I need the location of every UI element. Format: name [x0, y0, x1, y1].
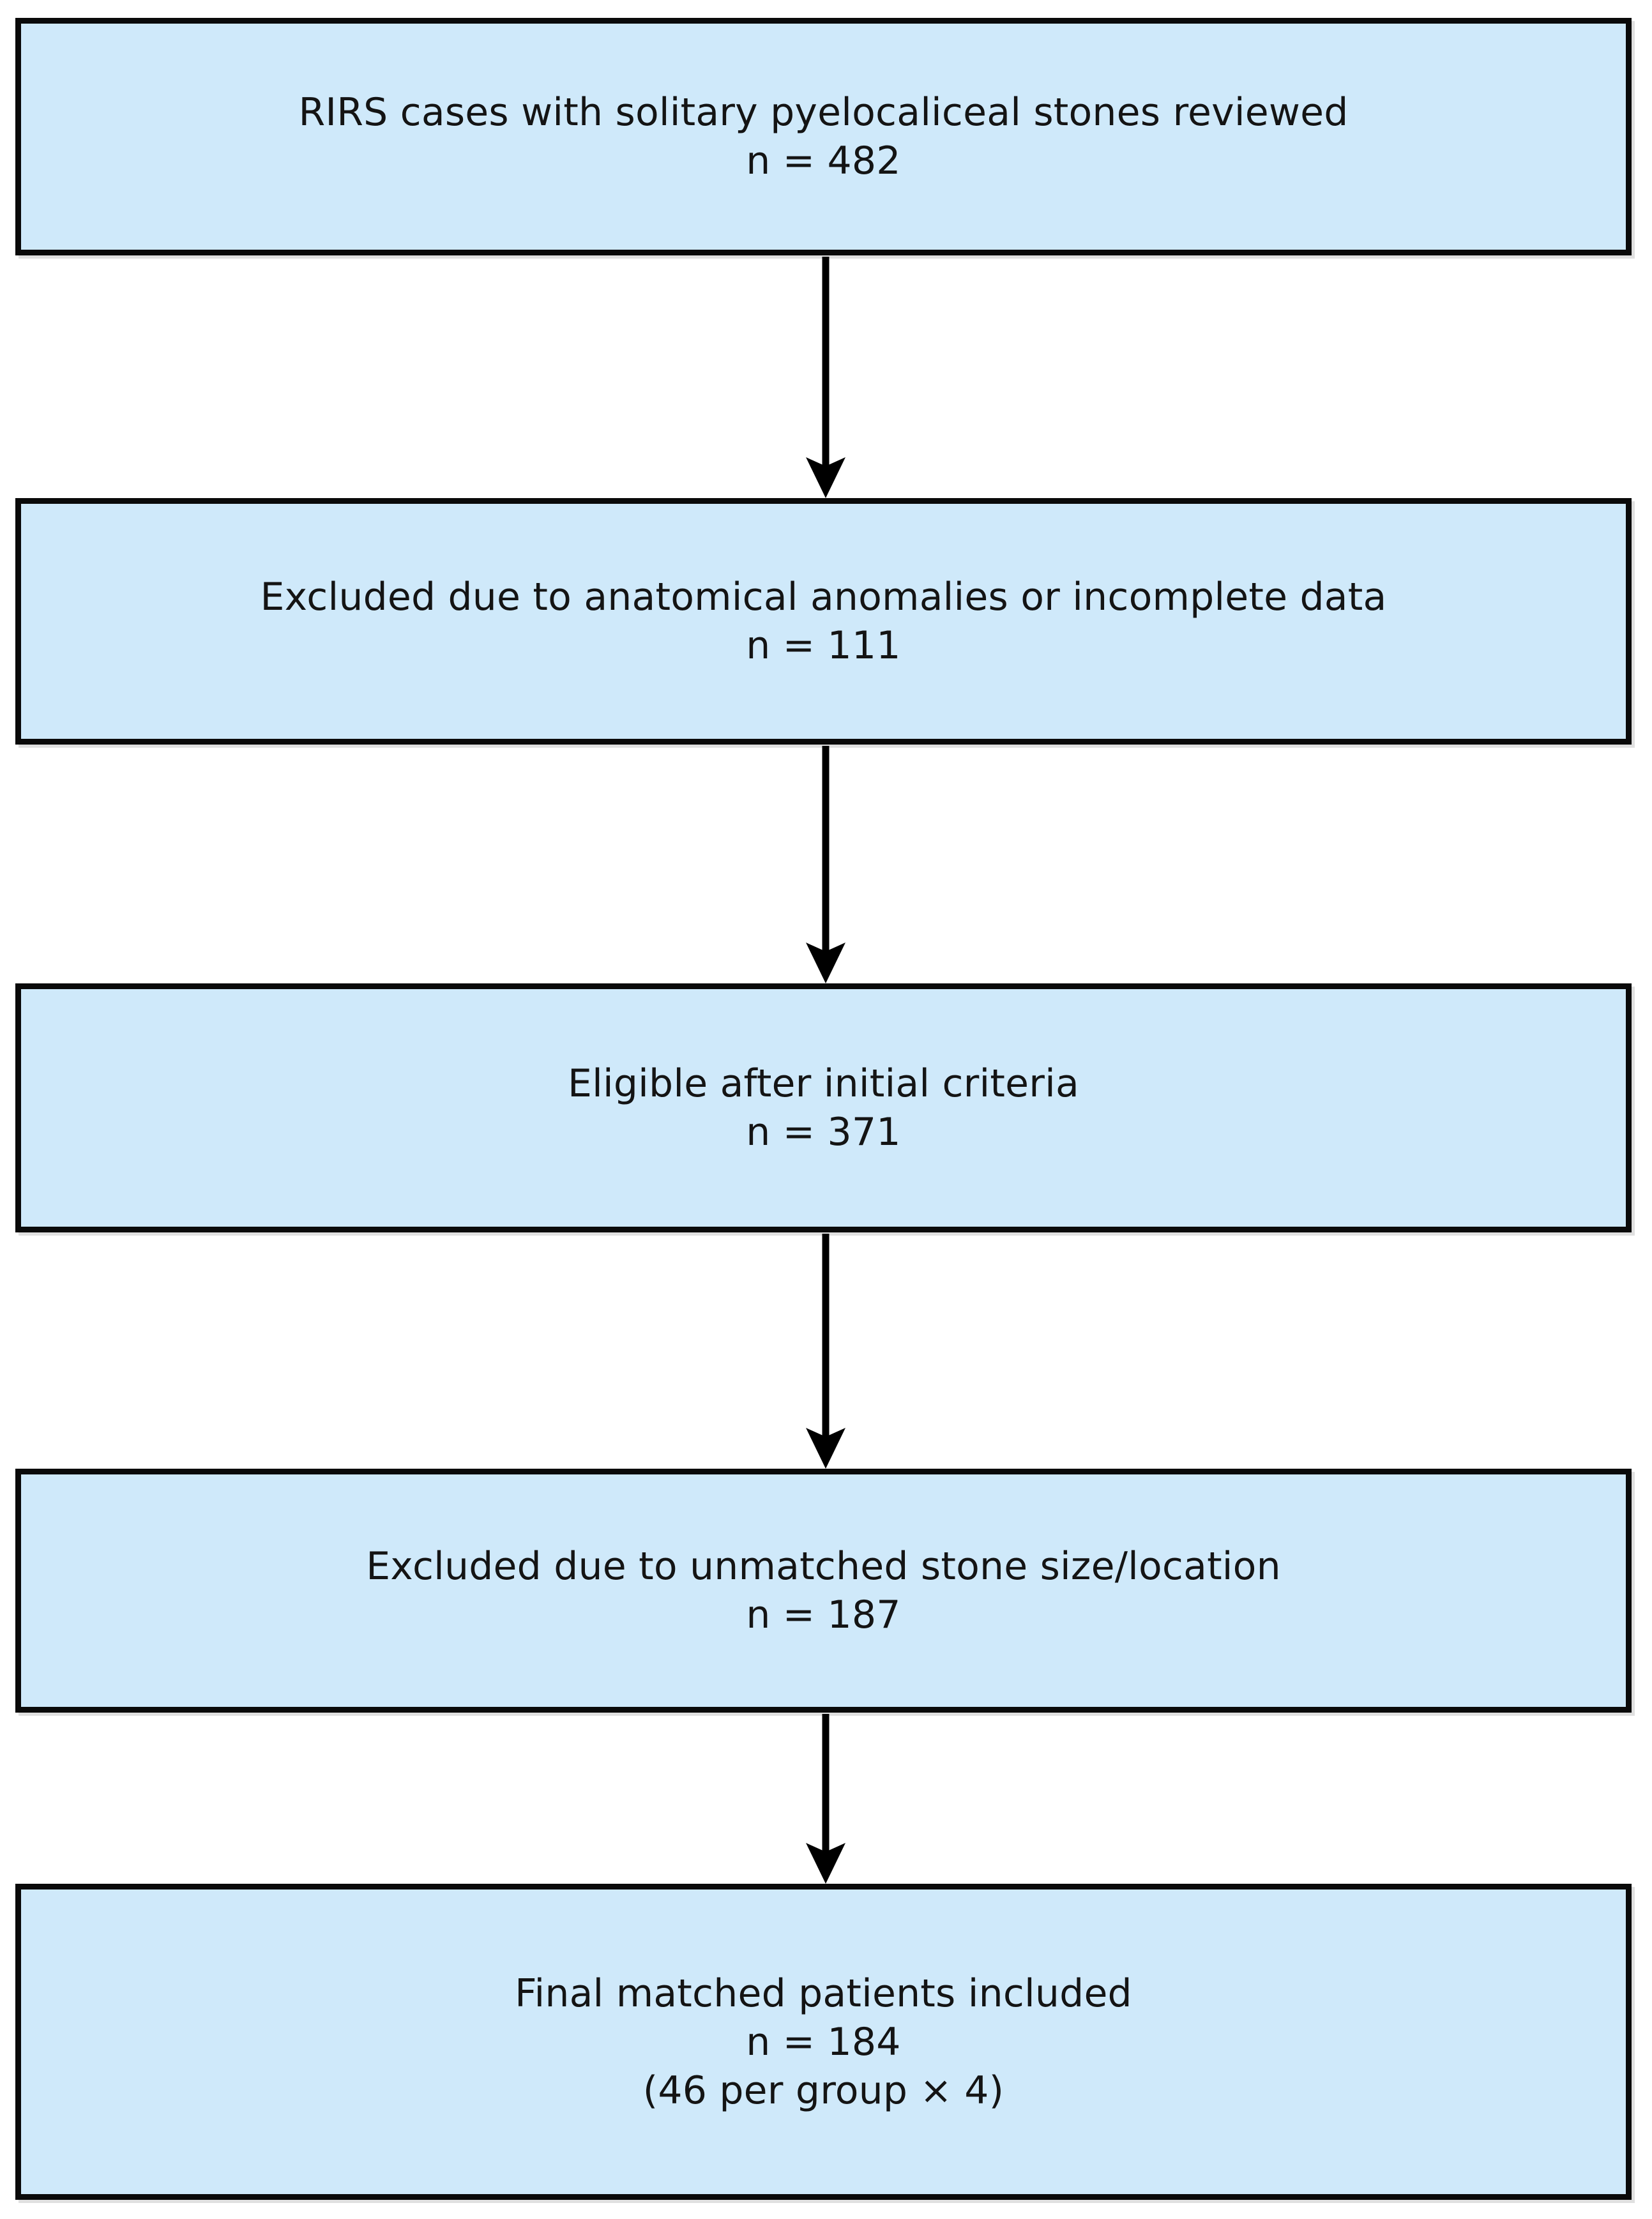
flow-node-label: Excluded due to unmatched stone size/loc… — [366, 1544, 1281, 1637]
down-arrow-icon — [806, 1714, 845, 1884]
down-arrow-icon — [806, 257, 845, 498]
flow-node-label: Final matched patients included n = 184 … — [515, 1971, 1132, 2113]
down-arrow-icon — [806, 1234, 845, 1469]
flow-node-final-matched-patients: Final matched patients included n = 184 … — [15, 1884, 1632, 2200]
arrow-node2-to-node3 — [0, 743, 1652, 985]
flow-node-label: RIRS cases with solitary pyelocaliceal s… — [298, 90, 1349, 183]
flow-node-rirs-cases-reviewed: RIRS cases with solitary pyelocaliceal s… — [15, 18, 1632, 255]
flow-node-label: Eligible after initial criteria n = 371 — [568, 1061, 1079, 1155]
flow-node-label: Excluded due to anatomical anomalies or … — [260, 575, 1387, 668]
down-arrow-icon — [806, 746, 845, 983]
flow-node-eligible-after-initial-criteria: Eligible after initial criteria n = 371 — [15, 983, 1632, 1232]
arrow-node4-to-node5 — [0, 1711, 1652, 1885]
flow-node-excluded-unmatched-stone: Excluded due to unmatched stone size/loc… — [15, 1469, 1632, 1713]
flow-node-excluded-anatomical-anomalies: Excluded due to anatomical anomalies or … — [15, 498, 1632, 745]
arrow-node1-to-node2 — [0, 254, 1652, 499]
arrow-node3-to-node4 — [0, 1231, 1652, 1470]
